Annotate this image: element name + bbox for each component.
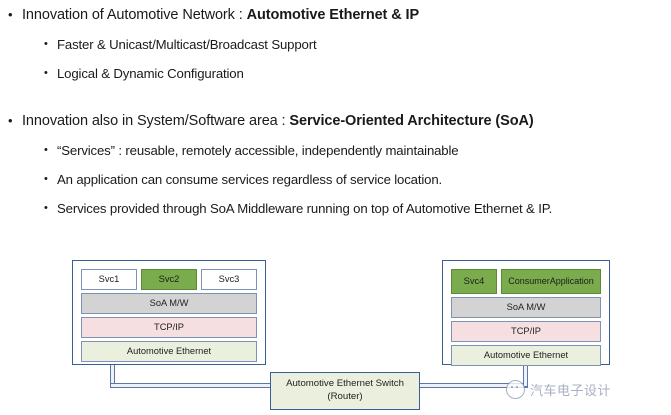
bullet-marker-icon: • [44, 144, 48, 156]
wechat-icon [506, 380, 525, 399]
bullet-text: Logical & Dynamic Configuration [57, 66, 244, 81]
protocol-stack-right: Svc4 Consumer Application SoA M/W TCP/IP… [451, 269, 601, 366]
bullet-text: Services provided through SoA Middleware… [57, 201, 553, 216]
bullet-level2-application-consume: • An application can consume services re… [0, 165, 671, 194]
bullet-level2-faster-support: • Faster & Unicast/Multicast/Broadcast S… [0, 30, 671, 59]
slide-content: • Innovation of Automotive Network : Aut… [0, 0, 671, 223]
consumer-app-line1: Consumer [508, 275, 550, 286]
bullet-text: Faster & Unicast/Multicast/Broadcast Sup… [57, 37, 317, 52]
bullet-marker-icon: • [44, 173, 48, 185]
bullet-bold-text: Automotive Ethernet & IP [246, 7, 420, 23]
service-row-left: Svc1 Svc2 Svc3 [81, 269, 257, 290]
bullet-text: “Services” : reusable, remotely accessib… [57, 143, 459, 158]
layer-box-soa-mw-right: SoA M/W [451, 297, 601, 318]
consumer-application-box: Consumer Application [501, 269, 601, 294]
layer-box-automotive-ethernet-left: Automotive Ethernet [81, 341, 257, 362]
bullet-text: An application can consume services rega… [57, 172, 443, 187]
service-box-svc4: Svc4 [451, 269, 497, 294]
ecu-node-right: Svc4 Consumer Application SoA M/W TCP/IP… [442, 260, 610, 366]
bullet-level2-logical-dynamic-config: • Logical & Dynamic Configuration [0, 59, 671, 88]
bullet-level2-services-definition: • “Services” : reusable, remotely access… [0, 136, 671, 165]
connector-left-horizontal [110, 383, 272, 388]
protocol-stack-left: Svc1 Svc2 Svc3 SoA M/W TCP/IP Automotive… [81, 269, 257, 362]
bullet-level1-soa: • Innovation also in System/Software are… [0, 106, 671, 136]
bullet-marker-icon: • [44, 38, 48, 50]
layer-box-soa-mw-left: SoA M/W [81, 293, 257, 314]
service-box-svc3: Svc3 [201, 269, 257, 290]
service-box-svc2: Svc2 [141, 269, 197, 290]
switch-label-line1: Automotive Ethernet Switch [286, 378, 404, 390]
watermark-text: 汽车电子设计 [530, 383, 612, 398]
architecture-diagram: Svc1 Svc2 Svc3 SoA M/W TCP/IP Automotive… [0, 250, 671, 415]
bullet-level1-automotive-network: • Innovation of Automotive Network : Aut… [0, 0, 671, 30]
bullet-level2-soa-middleware: • Services provided through SoA Middlewa… [0, 194, 671, 223]
bullet-marker-icon: • [44, 67, 48, 79]
layer-box-tcpip-right: TCP/IP [451, 321, 601, 342]
bullet-text: Innovation of Automotive Network : Autom… [22, 0, 419, 30]
bullet-marker-icon: • [8, 7, 13, 22]
layer-box-automotive-ethernet-right: Automotive Ethernet [451, 345, 601, 366]
ecu-node-left: Svc1 Svc2 Svc3 SoA M/W TCP/IP Automotive… [72, 260, 266, 365]
bullet-text: Innovation also in System/Software area … [22, 106, 534, 136]
automotive-ethernet-switch-box: Automotive Ethernet Switch (Router) [270, 372, 420, 410]
bullet-prefix-text: Innovation also in System/Software area … [22, 113, 290, 129]
service-row-right: Svc4 Consumer Application [451, 269, 601, 294]
bullet-prefix-text: Innovation of Automotive Network : [22, 7, 247, 23]
layer-box-tcpip-left: TCP/IP [81, 317, 257, 338]
section-spacer [0, 88, 671, 106]
service-box-svc1: Svc1 [81, 269, 137, 290]
watermark: 汽车电子设计 [506, 380, 611, 399]
bullet-marker-icon: • [8, 113, 13, 128]
switch-label-line2: (Router) [327, 391, 363, 402]
consumer-app-line2: Application [549, 275, 594, 286]
bullet-bold-text: Service-Oriented Architecture (SoA) [289, 113, 534, 129]
bullet-marker-icon: • [44, 202, 48, 214]
connector-right-vertical [523, 365, 528, 387]
